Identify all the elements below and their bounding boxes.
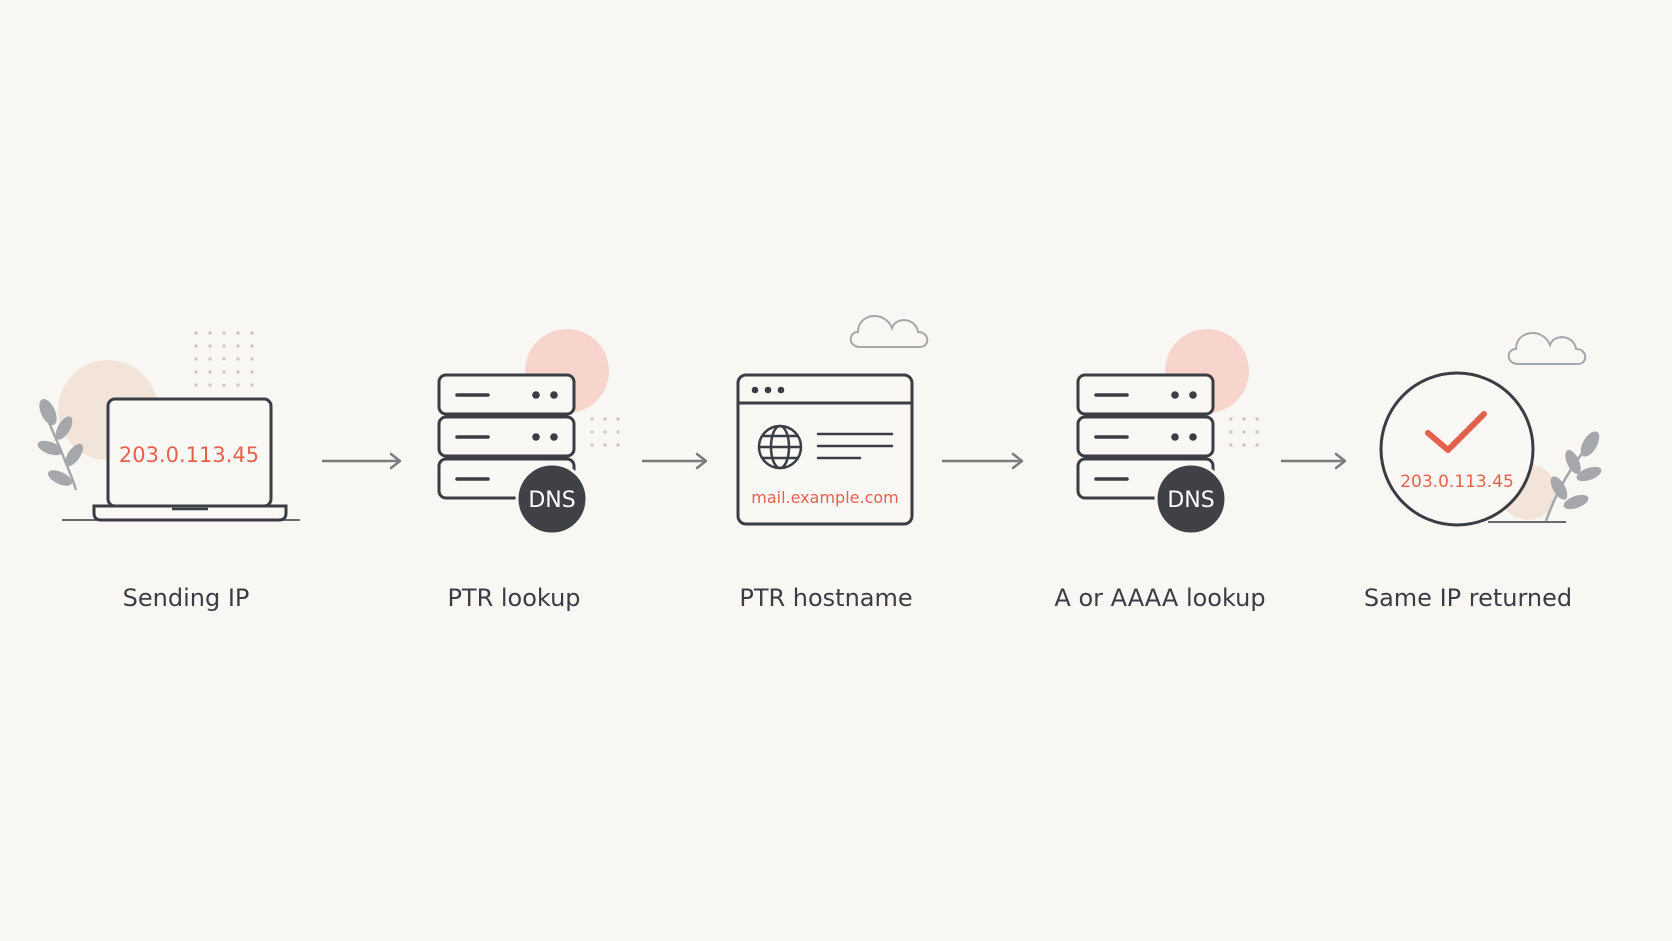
step-sending-ip: 203.0.113.45 Sending IP	[62, 397, 300, 612]
dns-badge-text: DNS	[528, 488, 575, 513]
arrow-right-icon	[1011, 452, 1024, 470]
dns-badge	[515, 462, 589, 536]
arrow-right-icon	[695, 452, 708, 470]
step-label-same-ip-returned: Same IP returned	[1364, 584, 1572, 612]
dot-grid-3	[1229, 417, 1259, 447]
sending-ip-value: 203.0.113.45	[119, 443, 259, 467]
dns-badge-text: DNS	[1167, 488, 1214, 513]
step-label-ptr-lookup: PTR lookup	[447, 584, 580, 612]
dot-grid-2	[590, 417, 620, 447]
globe-icon	[757, 424, 803, 470]
step-label-sending-ip: Sending IP	[123, 584, 250, 612]
arrow-right-icon	[1334, 452, 1347, 470]
step-label-a-aaaa-lookup: A or AAAA lookup	[1054, 584, 1265, 612]
leaf-sprig-icon	[37, 398, 83, 491]
ptr-hostname-value: mail.example.com	[751, 488, 899, 507]
cloud-icon	[849, 315, 929, 348]
result-circle	[1379, 371, 1535, 527]
cloud-icon	[1507, 332, 1587, 365]
returned-ip-value: 203.0.113.45	[1400, 472, 1514, 492]
step-a-aaaa-lookup: DNS A or AAAA lookup	[1054, 373, 1266, 612]
step-same-ip-returned: 203.0.113.45 Same IP returned	[1364, 371, 1572, 612]
step-ptr-hostname: mail.example.com PTR hostname	[736, 373, 914, 612]
step-label-ptr-hostname: PTR hostname	[739, 584, 912, 612]
dns-badge	[1154, 462, 1228, 536]
arrow-right-icon	[389, 452, 402, 470]
dot-grid-1	[194, 331, 254, 387]
leaf-sprig-icon	[1544, 431, 1602, 522]
checkmark-icon	[1425, 411, 1487, 453]
browser-window-icon	[736, 373, 914, 526]
step-ptr-lookup: DNS PTR lookup	[437, 373, 589, 612]
laptop-icon	[92, 397, 288, 522]
